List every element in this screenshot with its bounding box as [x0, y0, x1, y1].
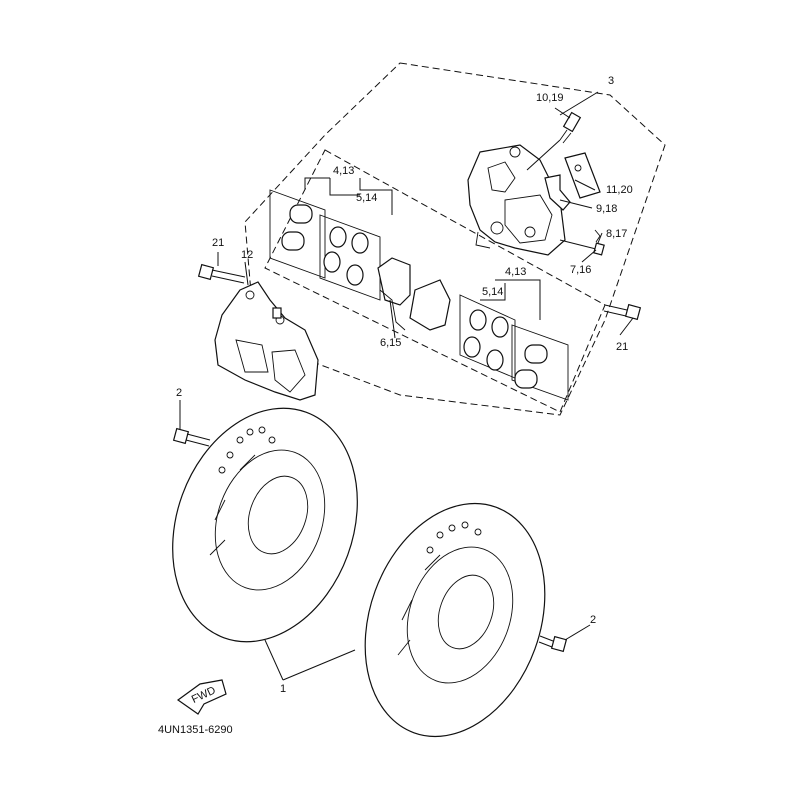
fwd-arrow-icon: FWD	[176, 679, 227, 715]
callout-4-13-right: 4,13	[505, 266, 526, 278]
disc-bolt-right	[538, 635, 568, 653]
callout-1: 1	[280, 683, 286, 695]
right-caliper-body	[467, 144, 566, 256]
pad-kit-outline	[264, 149, 606, 413]
callout-8-17: 8,17	[606, 228, 627, 240]
bleed-screw	[526, 111, 582, 171]
pad-pin	[559, 229, 605, 256]
leader-lines	[179, 91, 634, 681]
left-piston-seal-set	[269, 189, 381, 301]
callout-21-left: 21	[212, 237, 224, 249]
callout-6-15: 6,15	[380, 337, 401, 349]
left-caliper-body	[214, 281, 319, 401]
callout-4-13-left: 4,13	[333, 165, 354, 177]
callout-2-left: 2	[176, 387, 182, 399]
right-piston-seal-set	[459, 294, 569, 401]
disc-bolt-left	[172, 427, 211, 447]
brake-pads	[377, 257, 451, 331]
callout-12: 12	[241, 249, 253, 261]
callout-21-right: 21	[616, 341, 628, 353]
callout-11-20: 11,20	[606, 184, 633, 196]
right-brake-disc	[364, 502, 546, 738]
callout-3: 3	[608, 75, 614, 87]
bolt-21-left	[197, 263, 246, 284]
callout-5-14-left: 5,14	[356, 192, 377, 204]
callout-10-19: 10,19	[536, 92, 564, 104]
catalog-code: 4UN1351-6290	[158, 724, 233, 736]
pad-spring	[564, 152, 601, 199]
bolt-21-right	[603, 303, 642, 321]
callout-2-right: 2	[590, 614, 596, 626]
callout-9-18: 9,18	[596, 203, 617, 215]
callout-5-14-right: 5,14	[482, 286, 503, 298]
caliper-assembly-outline	[244, 62, 666, 416]
left-brake-disc	[172, 407, 358, 643]
callout-7-16: 7,16	[570, 264, 591, 276]
